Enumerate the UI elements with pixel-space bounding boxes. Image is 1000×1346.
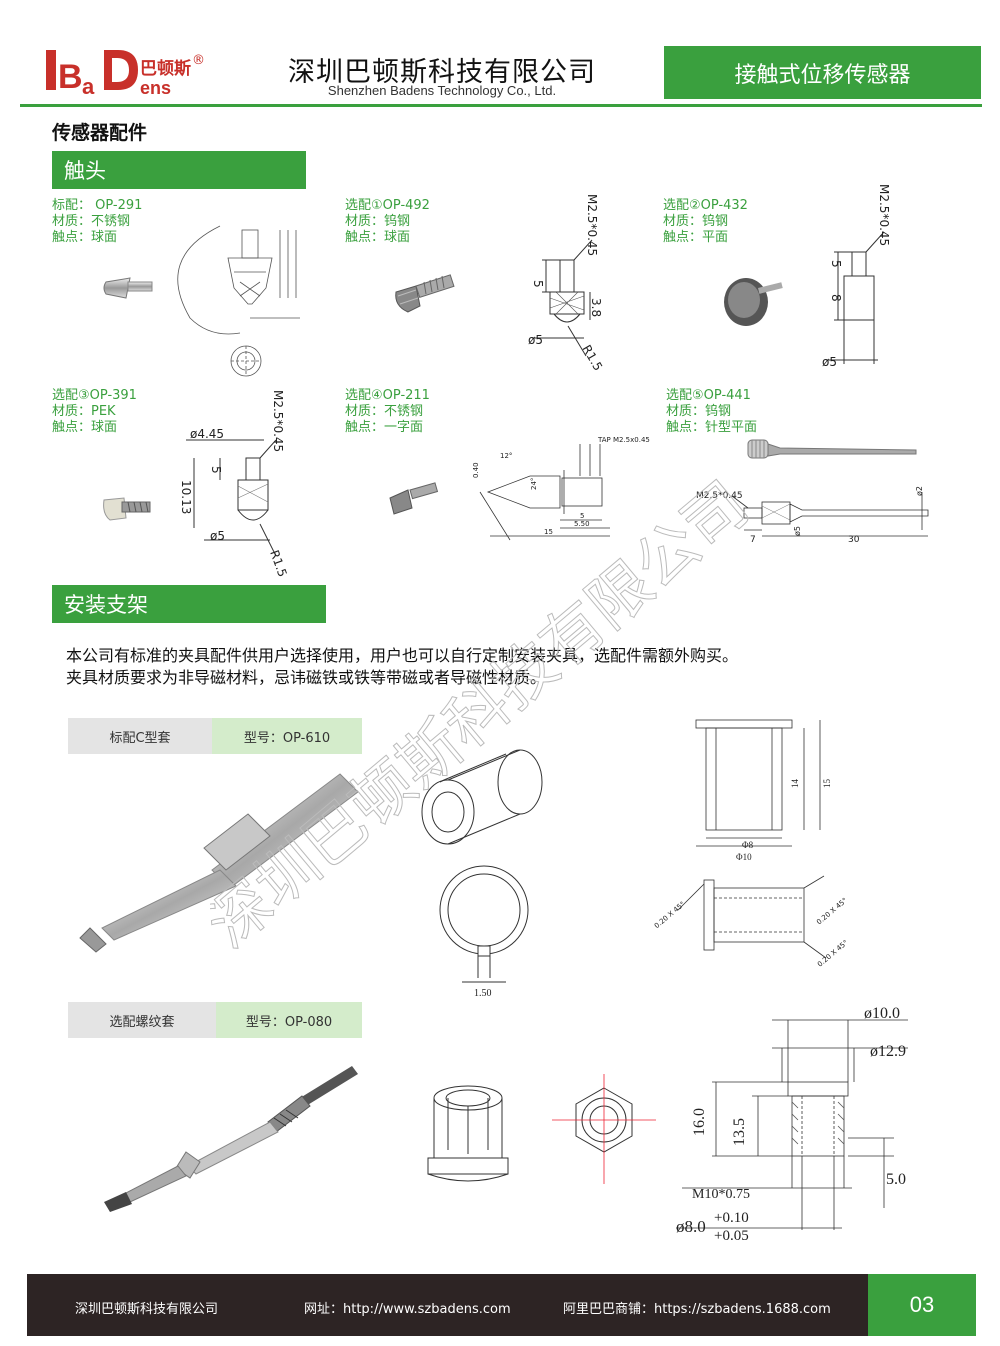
svg-text:M2.5*0.45: M2.5*0.45 <box>877 184 891 246</box>
section-title: 传感器配件 <box>52 122 148 144</box>
op432-drawing: M2.5*0.45 5 8 ø5 <box>818 180 908 380</box>
footer-company: 深圳巴顿斯科技有限公司 <box>75 1302 219 1317</box>
footer-shop[interactable]: 阿里巴巴商铺：https://szbadens.1688.com <box>563 1302 831 1317</box>
c-sleeve-label: 标配C型套 型号：OP-610 <box>68 718 362 754</box>
page-number: 03 <box>868 1274 976 1336</box>
thread-sleeve-sensor-photo <box>96 1062 366 1222</box>
svg-text:8: 8 <box>829 294 843 302</box>
svg-text:5: 5 <box>209 466 223 474</box>
op211-drawing: TAP M2.5x0.45 0.40 12° 24° 5 5.50 15 <box>470 430 660 550</box>
footer-website[interactable]: 网址：http://www.szbadens.com <box>304 1302 511 1317</box>
svg-text:7: 7 <box>750 535 756 545</box>
thread-sleeve-section-drawing: ø10.0 ø12.9 16.0 13.5 5.0 M10*0.75 ø8.0 … <box>672 998 922 1248</box>
svg-text:M2.5*0.45: M2.5*0.45 <box>585 194 599 256</box>
svg-text:ø10.0: ø10.0 <box>864 1005 900 1022</box>
op391-drawing: M2.5*0.45 ø4.45 5 10.13 ø5 R1.5 <box>180 388 300 588</box>
company-name-en: Shenzhen Badens Technology Co., Ltd. <box>327 83 557 98</box>
svg-text:5: 5 <box>531 280 545 288</box>
svg-text:ø12.9: ø12.9 <box>870 1043 906 1060</box>
c-sleeve-3d-drawing <box>410 740 550 850</box>
header-divider <box>20 104 982 107</box>
op391-photo <box>100 488 160 528</box>
op432-photo <box>718 270 788 330</box>
svg-text:巴顿斯: 巴顿斯 <box>140 58 191 79</box>
svg-text:14: 14 <box>790 779 800 789</box>
svg-text:10.13: 10.13 <box>180 480 193 514</box>
op492-drawing: M2.5*0.45 5 3.8 ø5 R1.5 <box>520 180 610 380</box>
svg-text:1.50: 1.50 <box>474 988 492 999</box>
op441-drawing: M2.5*0.45 ø2 ø5 7 30 <box>692 470 942 560</box>
svg-text:ø5: ø5 <box>210 529 225 543</box>
svg-text:ø5: ø5 <box>793 526 802 536</box>
page-footer: 深圳巴顿斯科技有限公司 网址：http://www.szbadens.com 阿… <box>27 1274 869 1336</box>
svg-text:TAP M2.5x0.45: TAP M2.5x0.45 <box>597 436 650 444</box>
probe-section-header: 触头 <box>52 151 306 189</box>
c-sleeve-sensor-photo <box>70 770 370 960</box>
company-name-cn: 深圳巴顿斯科技有限公司 <box>288 57 596 88</box>
mount-section-header: 安装支架 <box>52 585 326 623</box>
svg-text:M10*0.75: M10*0.75 <box>692 1187 750 1202</box>
svg-text:Φ10: Φ10 <box>736 852 752 862</box>
svg-text:15: 15 <box>544 528 553 536</box>
svg-text:24°: 24° <box>530 478 538 490</box>
company-logo: B a 巴顿斯 ens ® <box>46 44 206 100</box>
svg-text:12°: 12° <box>500 452 512 460</box>
svg-text:3.8: 3.8 <box>589 298 603 317</box>
c-sleeve-side-drawing: 0.20 X 45° 0.20 X 45° 0.20 X 45° <box>648 870 858 970</box>
thread-sleeve-top-drawing <box>548 1072 658 1192</box>
c-sleeve-front-drawing: 1.50 <box>432 860 542 1000</box>
svg-text:5.0: 5.0 <box>886 1171 906 1188</box>
svg-text:5: 5 <box>829 260 843 268</box>
svg-text:a: a <box>82 74 95 99</box>
thread-sleeve-label: 选配螺纹套 型号：OP-080 <box>68 1002 362 1038</box>
op291-photo <box>100 268 160 308</box>
svg-text:M2.5*0.45: M2.5*0.45 <box>696 491 743 501</box>
op492-photo <box>390 272 460 318</box>
svg-text:R1.5: R1.5 <box>267 548 290 579</box>
svg-text:+0.05: +0.05 <box>714 1228 749 1244</box>
svg-text:0.20 X 45°: 0.20 X 45° <box>816 939 850 969</box>
svg-text:R1.5: R1.5 <box>579 343 605 374</box>
svg-text:ø8.0: ø8.0 <box>676 1217 706 1236</box>
svg-text:Φ8: Φ8 <box>742 840 754 850</box>
svg-text:®: ® <box>192 53 205 68</box>
svg-text:13.5: 13.5 <box>731 1118 748 1146</box>
thread-sleeve-3d-drawing <box>424 1078 524 1188</box>
svg-text:M2.5*0.45: M2.5*0.45 <box>271 390 285 452</box>
svg-text:ø5: ø5 <box>822 355 837 369</box>
svg-text:0.20 X 45°: 0.20 X 45° <box>815 896 849 926</box>
product-category-tab: 接触式位移传感器 <box>664 46 981 99</box>
svg-text:ø2: ø2 <box>915 486 924 496</box>
svg-text:0.40: 0.40 <box>472 462 480 478</box>
svg-text:B: B <box>58 58 83 96</box>
svg-text:5: 5 <box>580 512 584 520</box>
svg-text:+0.10: +0.10 <box>714 1210 749 1226</box>
svg-text:ø5: ø5 <box>528 333 543 347</box>
svg-text:15: 15 <box>822 779 832 789</box>
svg-text:0.20 X 45°: 0.20 X 45° <box>653 900 687 930</box>
svg-text:30: 30 <box>848 535 860 545</box>
svg-text:16.0: 16.0 <box>691 1108 708 1136</box>
svg-text:ø4.45: ø4.45 <box>190 427 224 441</box>
svg-text:ens: ens <box>140 78 171 98</box>
op291-drawing <box>170 218 320 388</box>
c-sleeve-section-drawing: Φ8 Φ10 14 15 <box>680 706 850 866</box>
op211-photo <box>386 480 446 520</box>
op441-photo <box>740 430 920 470</box>
mount-intro: 本公司有标准的夹具配件供用户选择使用，用户也可以自行定制安装夹具，选配件需额外购… <box>66 646 739 687</box>
page-header: B a 巴顿斯 ens ® 深圳巴顿斯科技有限公司 Shenzhen Baden… <box>0 0 1000 118</box>
svg-text:5.50: 5.50 <box>574 520 590 528</box>
